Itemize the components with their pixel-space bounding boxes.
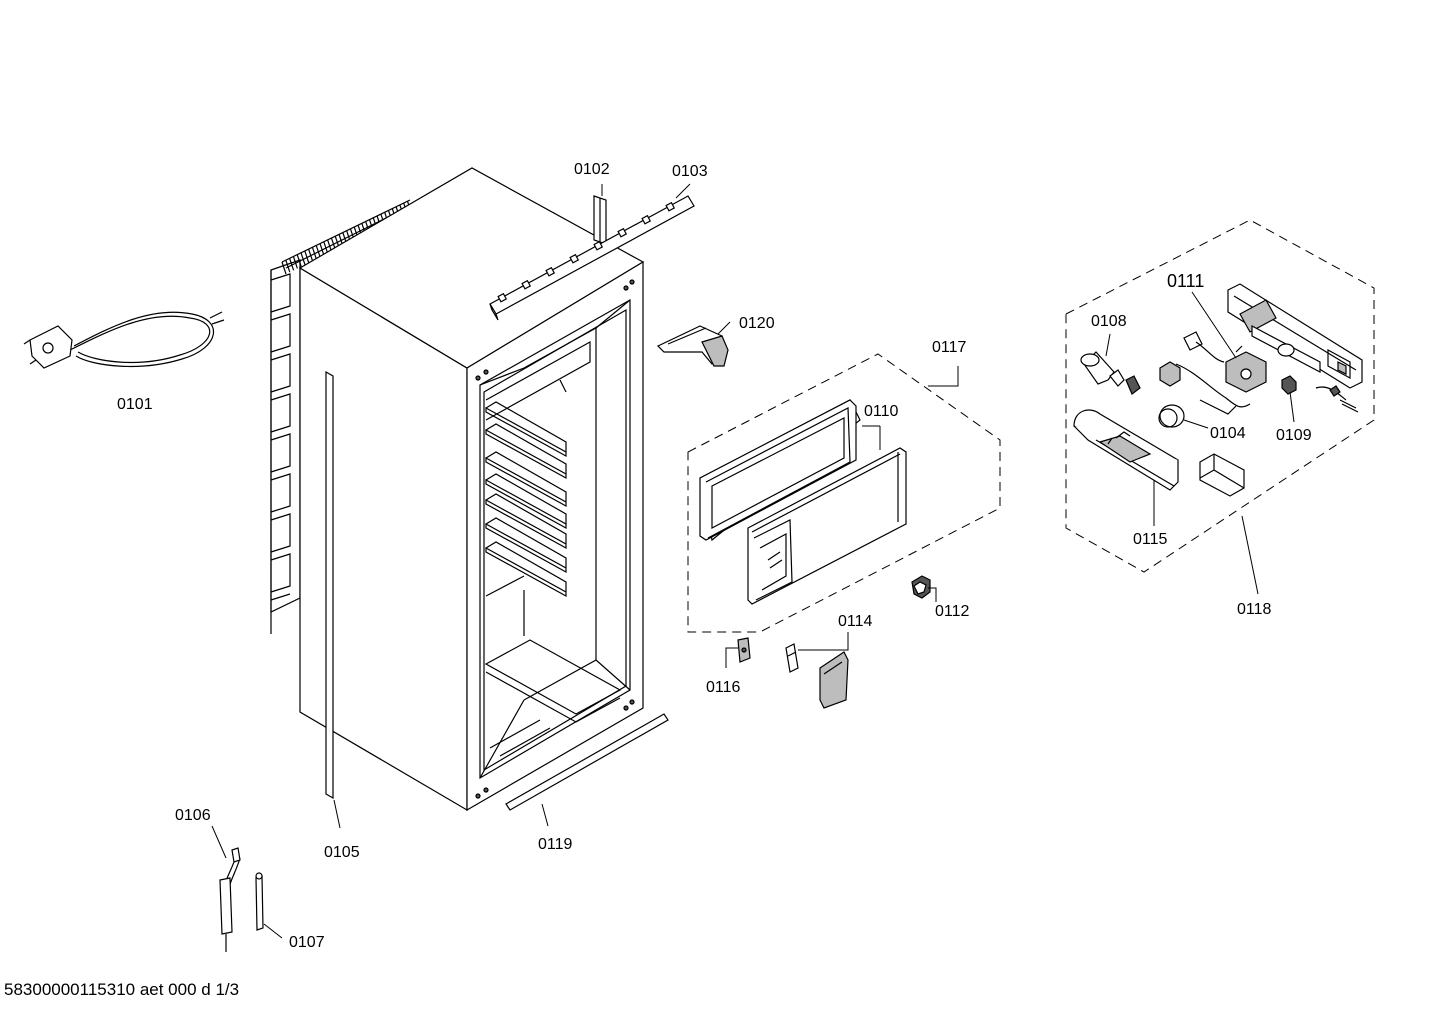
label-0119: 0119 — [538, 836, 573, 853]
drawing-number: 58300000115310 aet 000 d 1/3 — [4, 980, 240, 999]
bottom-strip-0119 — [505, 713, 669, 811]
label-0116: 0116 — [706, 679, 741, 696]
label-0106: 0106 — [175, 807, 211, 824]
power-cord-0101 — [23, 311, 225, 369]
label-0112: 0112 — [935, 603, 970, 620]
part-0112 — [911, 575, 931, 599]
label-0117: 0117 — [932, 339, 967, 356]
lighting-group-0118 — [1065, 219, 1375, 573]
tube-0107 — [255, 872, 264, 931]
label-0105: 0105 — [324, 844, 360, 861]
handle-0114 — [785, 643, 849, 709]
label-0110: 0110 — [864, 403, 899, 420]
label-0109: 0109 — [1276, 427, 1312, 444]
hinge-rail-0103 — [489, 195, 695, 321]
label-0108: 0108 — [1091, 313, 1127, 330]
label-0104: 0104 — [1210, 425, 1246, 442]
label-0118: 0118 — [1237, 601, 1272, 618]
label-0102: 0102 — [574, 161, 610, 178]
sensor-0106 — [219, 847, 241, 952]
leader-lines — [211, 183, 1295, 939]
part-0116 — [737, 637, 751, 663]
door-group-0117 — [687, 353, 1001, 633]
label-0114: 0114 — [838, 613, 873, 630]
label-0103: 0103 — [672, 163, 708, 180]
part-labels: 0101 0102 0103 0120 0117 0110 0112 0114 … — [117, 161, 1312, 951]
top-bracket-0102 — [593, 195, 607, 245]
label-0111: 0111 — [1167, 271, 1204, 291]
hinge-0120 — [656, 325, 729, 367]
label-0101: 0101 — [117, 396, 153, 413]
label-0107: 0107 — [289, 934, 325, 951]
label-0115: 0115 — [1133, 531, 1168, 548]
side-strip-0105 — [325, 370, 334, 800]
label-0120: 0120 — [739, 315, 775, 332]
cabinet-body — [298, 167, 645, 812]
